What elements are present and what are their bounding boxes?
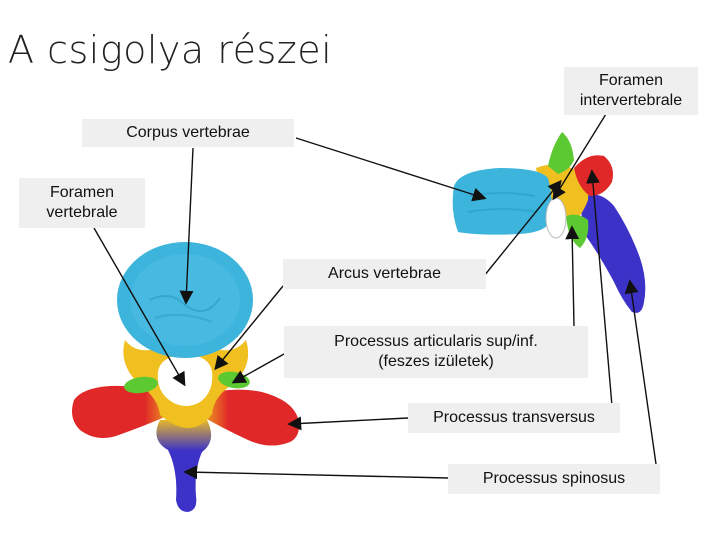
leader-corpus-top xyxy=(179,147,194,305)
leader-spinosus-lateral xyxy=(624,279,657,465)
leader-transversus-lateral xyxy=(585,169,613,407)
lateral-spinous-process-shape xyxy=(581,194,646,313)
leader-arcus-top xyxy=(214,285,284,371)
lateral-articular-superior-shape xyxy=(548,132,574,174)
lateral-foramen-shape xyxy=(545,197,567,239)
transverse-process-right-shape xyxy=(198,389,299,446)
leader-lines xyxy=(93,113,657,480)
leader-foramen-vertebrale xyxy=(93,227,186,387)
leader-corpus-lateral xyxy=(295,137,487,202)
superior-view-vertebra xyxy=(72,242,299,512)
label-arcus-vertebrae: Arcus vertebrae xyxy=(283,259,486,289)
label-processus-spinosus: Processus spinosus xyxy=(448,464,660,494)
lateral-vertebral-body-shape xyxy=(452,168,552,235)
leader-arcus-lateral xyxy=(483,179,562,277)
leader-spinosus-top xyxy=(183,465,449,480)
label-corpus-vertebrae: Corpus vertebrae xyxy=(82,119,294,147)
spinous-process-shape xyxy=(156,418,212,512)
leader-transversus-top xyxy=(287,416,409,431)
leader-foramen-intervertebrale xyxy=(552,113,607,201)
leader-articular-top xyxy=(231,353,285,384)
label-processus-transversus: Processus transversus xyxy=(408,403,620,433)
lateral-articular-inferior-shape xyxy=(566,214,589,248)
transverse-process-left-shape xyxy=(72,385,176,438)
label-processus-articularis: Processus articularis sup/inf. (feszes i… xyxy=(284,326,588,378)
label-foramen-intervertebrale: Foramen intervertebrale xyxy=(564,67,698,115)
leader-articular-lateral xyxy=(565,225,580,327)
articular-process-left-shape xyxy=(124,376,158,394)
label-foramen-vertebrale: Foramen vertebrale xyxy=(19,178,145,228)
page-title: A csigolya részei xyxy=(8,28,333,72)
